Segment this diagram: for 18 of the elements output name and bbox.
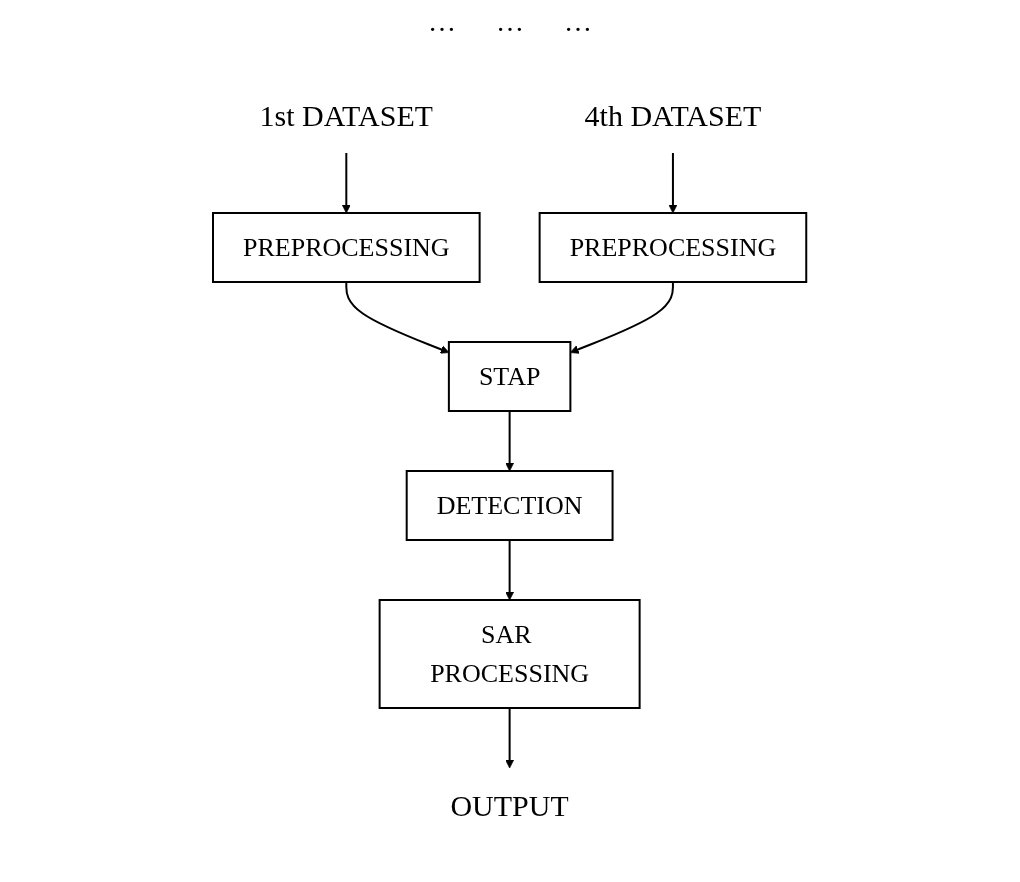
arrow	[668, 151, 678, 213]
arrow	[342, 151, 352, 213]
node-box: STAP	[448, 340, 572, 412]
node-box: PREPROCESSING	[539, 211, 808, 283]
ellipsis-text: …	[496, 6, 524, 38]
ellipsis-text: …	[428, 6, 456, 38]
arrow	[570, 280, 675, 354]
node-text: OUTPUT	[450, 788, 570, 822]
arrow	[505, 706, 515, 768]
node-box: DETECTION	[406, 469, 614, 541]
arrow	[505, 538, 515, 600]
node-box: PREPROCESSING	[212, 211, 481, 283]
node-box: SAR PROCESSING	[379, 598, 641, 709]
node-text: 1st DATASET	[259, 98, 434, 132]
node-text: 4th DATASET	[584, 98, 762, 132]
arrow	[345, 280, 450, 354]
arrow	[505, 409, 515, 471]
ellipsis-text: …	[564, 6, 592, 38]
